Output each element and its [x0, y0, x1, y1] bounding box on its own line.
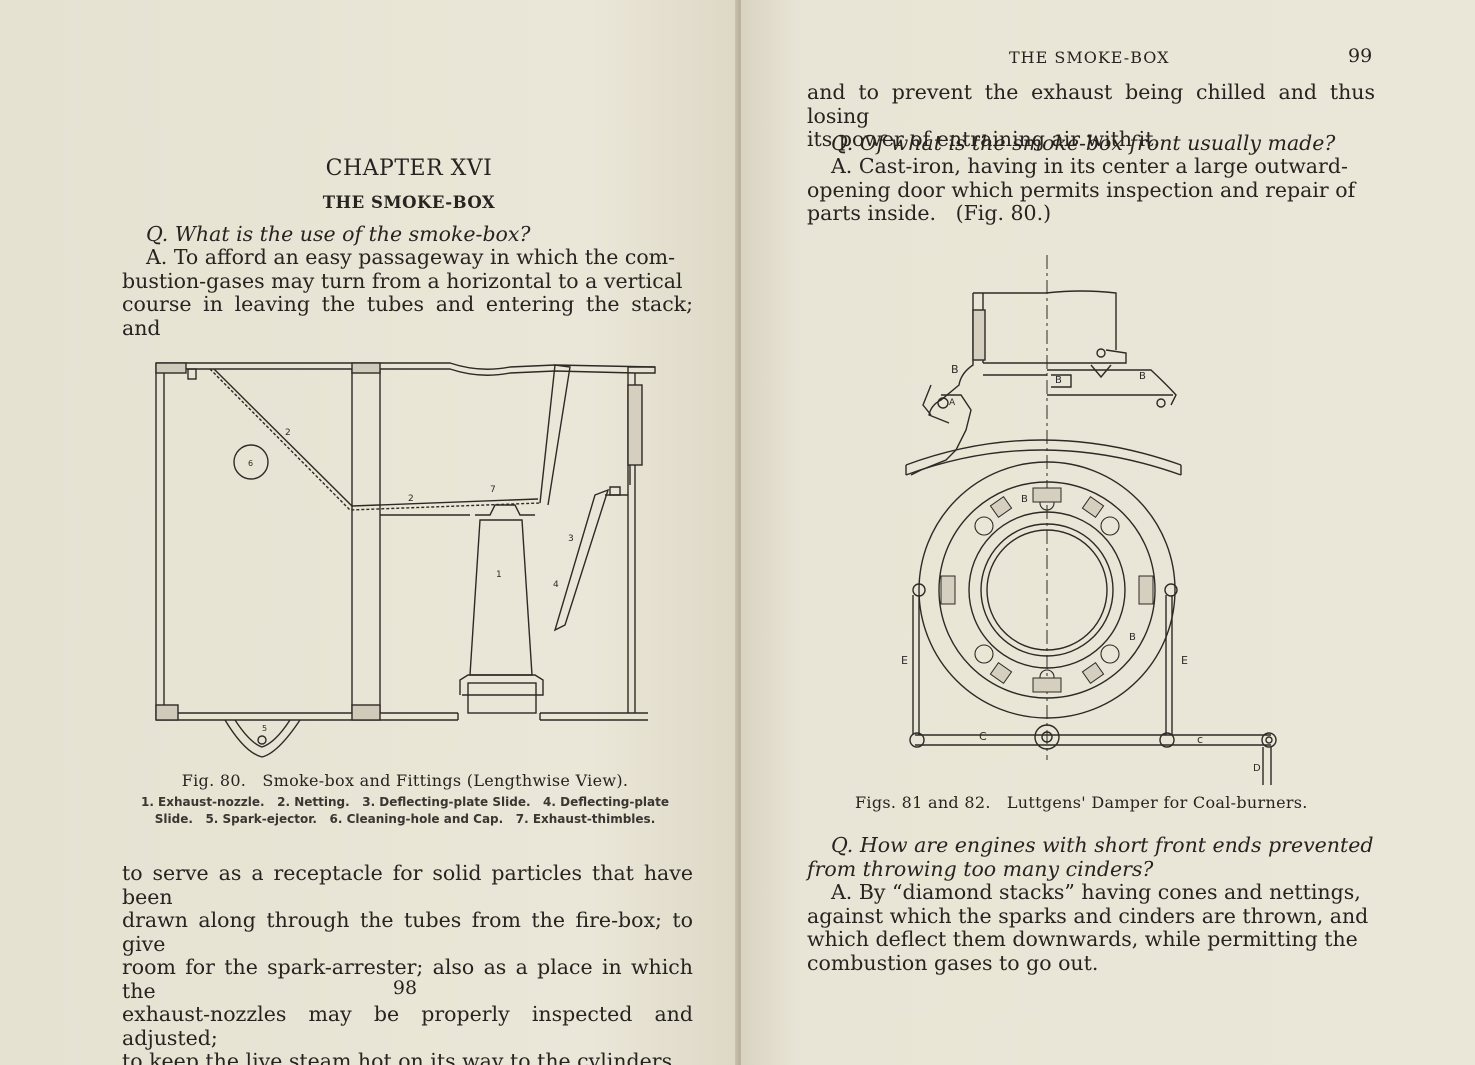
fig82-label-c1: C: [979, 730, 987, 743]
fig80-label-1: 1: [496, 570, 502, 580]
answer-2-line: A. Cast-iron, having in its center a lar…: [831, 154, 1348, 178]
page-number-left: 98: [392, 977, 418, 999]
figure-80-legend: 1. Exhaust-nozzle. 2. Netting. 3. Deflec…: [100, 794, 710, 828]
answer-1: A. To afford an easy passageway in which…: [122, 245, 693, 340]
book-gutter: [735, 0, 744, 1065]
question-1: Q. What is the use of the smoke-box?: [146, 222, 531, 246]
figure-81-82-damper-diagram: B A B B B B E E C c D: [901, 255, 1277, 785]
figure-81-82-caption: Figs. 81 and 82. Luttgens' Damper for Co…: [855, 793, 1308, 812]
left-page: CHAPTER XVI THE SMOKE-BOX Q. What is the…: [0, 0, 738, 1065]
text-line: drawn along through the tubes from the f…: [122, 908, 693, 956]
running-head: THE SMOKE-BOX: [1009, 48, 1170, 67]
answer-2-line: parts inside. (Fig. 80.): [807, 201, 1052, 225]
answer-3: A. By “diamond stacks” having cones and …: [807, 880, 1375, 975]
answer-3-line: against which the sparks and cinders are…: [807, 903, 1369, 928]
question-3: Q. How are engines with short front ends…: [807, 833, 1375, 881]
fig81-label-a: A: [949, 398, 956, 408]
answer-3-line: which deflect them downwards, while perm…: [807, 927, 1358, 951]
fig80-label-5: 5: [262, 724, 267, 733]
answer-1-line: A. To afford an easy passageway in which…: [146, 245, 676, 269]
section-heading: THE SMOKE-BOX: [322, 193, 496, 212]
answer-1-line: course in leaving the tubes and entering…: [122, 292, 693, 340]
answer-3-line: combustion gases to go out.: [807, 950, 1099, 975]
text-line: and to prevent the exhaust being chilled…: [807, 80, 1375, 128]
page-number-right: 99: [1348, 45, 1373, 67]
answer-2: A. Cast-iron, having in its center a lar…: [807, 154, 1375, 226]
text-line: its power of entraining air with it.: [807, 127, 1160, 151]
fig80-label-3: 3: [568, 534, 574, 544]
fig80-label-6: 6: [248, 459, 253, 468]
fig82-label-b1: B: [1021, 494, 1028, 505]
fig82-label-d: D: [1253, 763, 1261, 774]
text-line: exhaust-nozzles may be properly inspecte…: [122, 1002, 693, 1050]
answer-1-line: bustion-gases may turn from a horizontal…: [122, 268, 683, 293]
answer-3-line: A. By “diamond stacks” having cones and …: [831, 880, 1361, 904]
fig81-label-b3: B: [1139, 371, 1146, 382]
legend-line: 1. Exhaust-nozzle. 2. Netting. 3. Deflec…: [140, 795, 670, 809]
fig81-label-b2: B: [1055, 375, 1062, 386]
answer-2-line: opening door which permits inspection an…: [807, 177, 1356, 202]
fig82-label-b2: B: [1129, 632, 1136, 643]
continuation-text-right: and to prevent the exhaust being chilled…: [807, 80, 1375, 152]
fig80-label-2a: 2: [285, 428, 291, 438]
text-line: room for the spark-arrester; also as a p…: [122, 955, 693, 1003]
question-3-line: Q. How are engines with short front ends…: [831, 833, 1374, 857]
fig82-label-e1: E: [901, 654, 908, 667]
fig80-label-7: 7: [490, 485, 496, 495]
legend-line: Slide. 5. Spark-ejector. 6. Cleaning-hol…: [154, 812, 656, 826]
text-line: to serve as a receptacle for solid parti…: [122, 861, 693, 909]
chapter-heading: CHAPTER XVI: [325, 156, 493, 181]
fig80-label-4: 4: [553, 580, 559, 590]
figure-80-caption: Fig. 80. Smoke-box and Fittings (Lengthw…: [181, 771, 629, 790]
question-3-line: from throwing too many cinders?: [807, 856, 1154, 881]
right-page: THE SMOKE-BOX 99 and to prevent the exha…: [741, 0, 1475, 1065]
text-line: to keep the live steam hot on its way to…: [122, 1049, 679, 1065]
fig82-label-e2: E: [1181, 654, 1188, 667]
figure-80-smoke-box-diagram: 2 2 7 1 3 4 6 5: [155, 362, 656, 758]
fig82-label-c2: c: [1197, 733, 1203, 746]
fig81-label-b1: B: [951, 363, 959, 376]
continuation-text: to serve as a receptacle for solid parti…: [122, 861, 693, 1065]
question-2: Q. Of what is the smoke-box front usuall…: [831, 131, 1336, 155]
fig80-label-2b: 2: [408, 494, 414, 504]
